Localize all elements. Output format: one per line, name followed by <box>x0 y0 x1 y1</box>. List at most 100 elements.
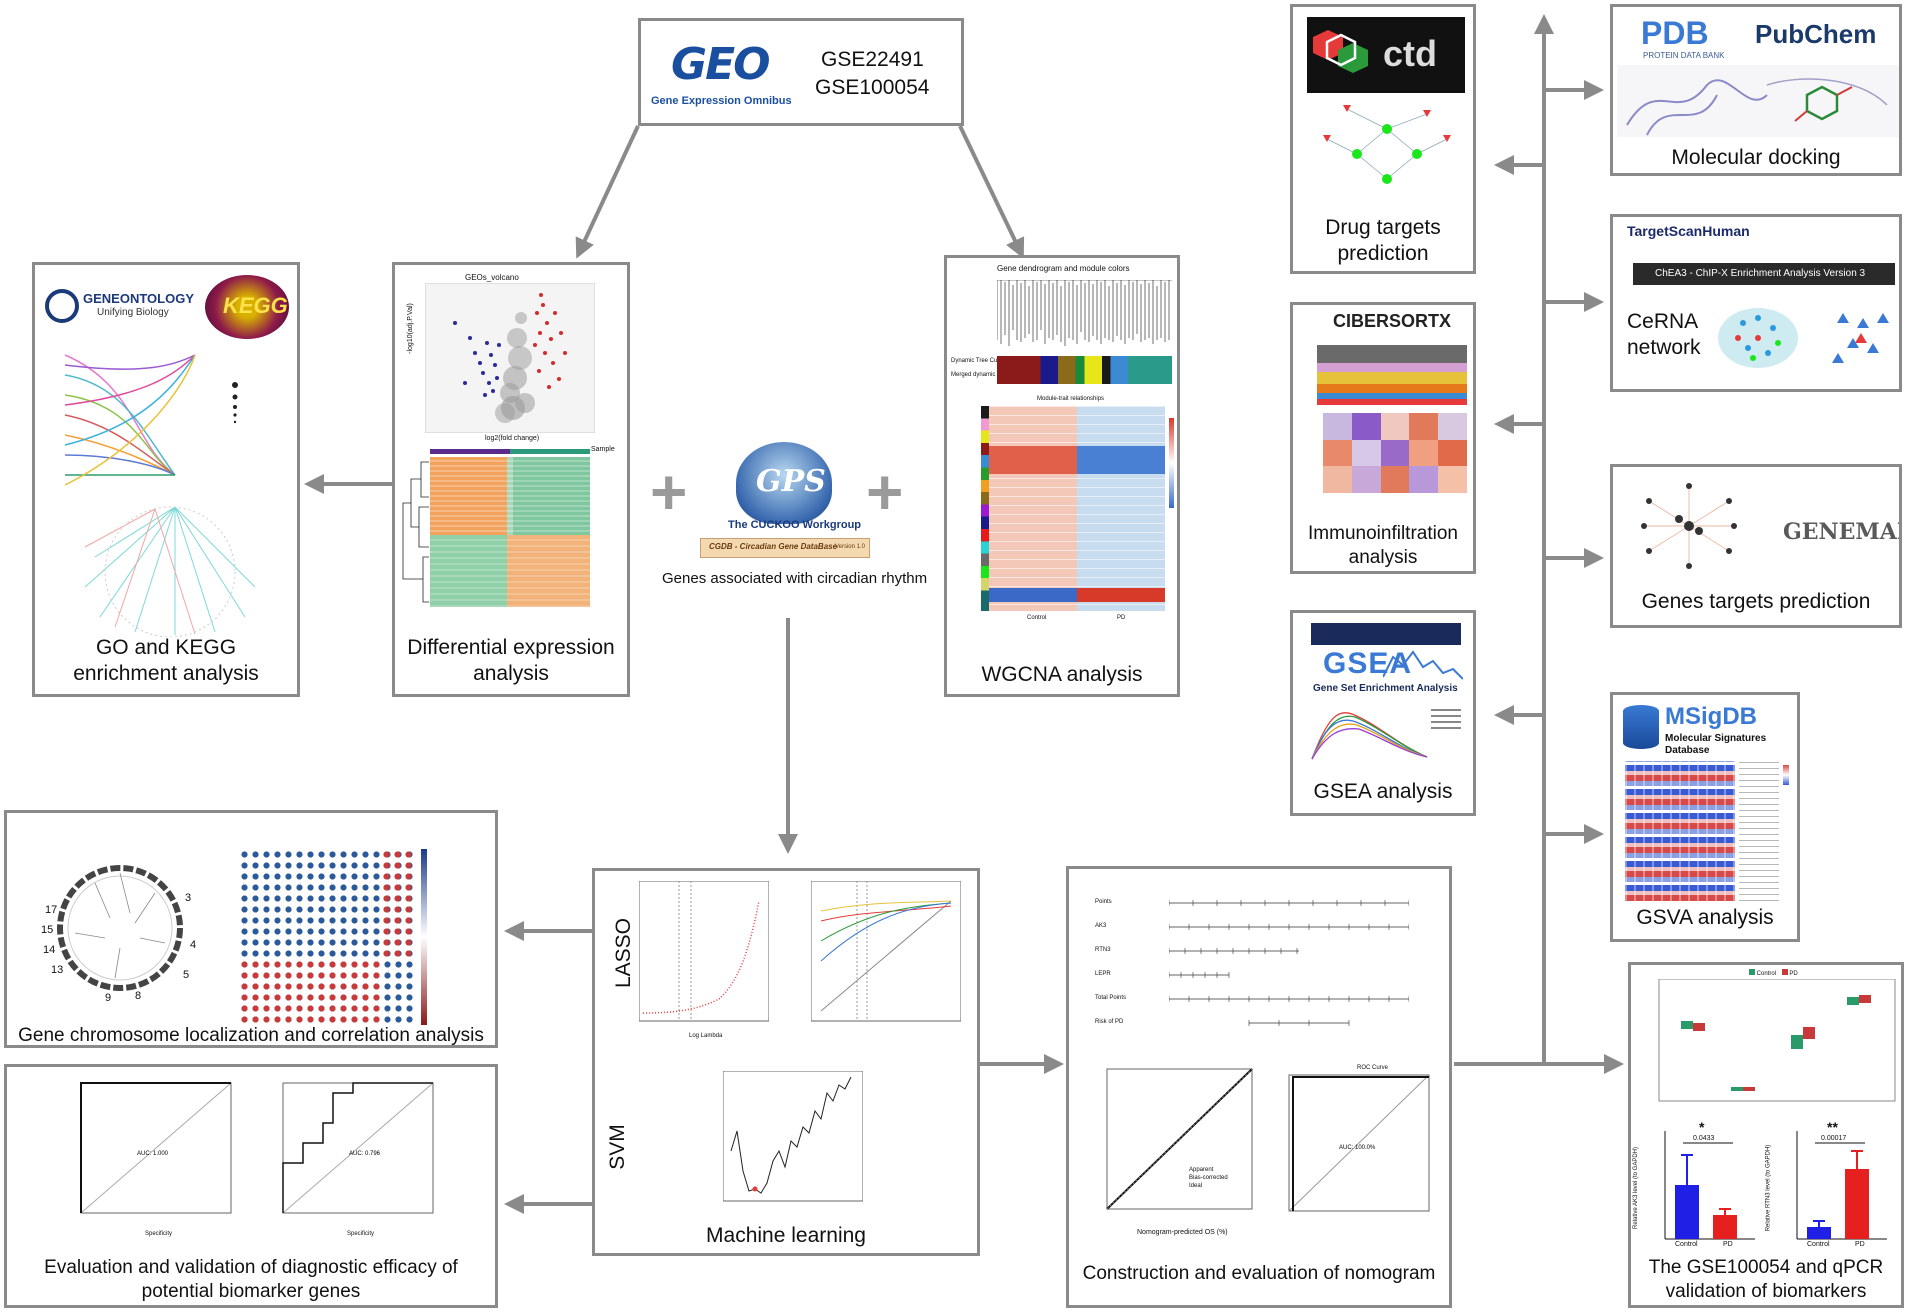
wgcna-scale <box>1169 418 1174 508</box>
pdb-caption: Molecular docking <box>1671 146 1841 169</box>
wgcna-dendrogram <box>997 280 1172 346</box>
pdb-logo-subtitle: PROTEIN DATA BANK <box>1643 51 1725 60</box>
boxplot-legend-control: Control <box>1756 971 1777 977</box>
qpcr-xcat-2b: PD <box>1855 1241 1865 1248</box>
ctd-logo: ctd <box>1307 17 1465 93</box>
volcano-title: GEOs_volcano <box>465 273 519 282</box>
lasso-deviance-plot <box>639 881 769 1022</box>
svg-text:8: 8 <box>135 990 141 1002</box>
gse100054-boxplot <box>1658 979 1896 1102</box>
kegg-logo: KEGG <box>205 275 289 339</box>
roc-eval-caption-2: potential biomarker genes <box>141 1281 361 1302</box>
correlation-scale <box>421 849 427 1025</box>
lasso-xlabel: Log Lambda <box>689 1033 723 1039</box>
gsea-logo-subtitle: Gene Set Enrichment Analysis <box>1313 683 1458 694</box>
gsva-heatmap <box>1625 761 1735 901</box>
nomogram-row-rtn3: RTN3 <box>1095 947 1111 953</box>
wgcna-col-pd: PD <box>1117 615 1126 621</box>
gsea-box: GSEA Gene Set Enrichment Analysis GSEA a… <box>1290 610 1476 816</box>
qpcr-p-2: 0.00017 <box>1821 1135 1847 1142</box>
chromosome-caption: Gene chromosome localization and correla… <box>18 1025 484 1046</box>
kegg-circle-plot <box>84 506 256 637</box>
go-kegg-caption-1: GO and KEGG <box>95 636 237 659</box>
gsva-row-labels <box>1739 761 1779 901</box>
wgcna-row-label-1: Dynamic Tree Cut <box>951 358 1000 364</box>
deg-box: GEOs_volcano -log10(adj.P.Val) log2(fold… <box>392 262 630 697</box>
calibration-legend-2: Bias-corrected <box>1189 1175 1228 1181</box>
boxplot-legend: Control PD <box>1749 969 1798 977</box>
nomogram-box: Points AK3 RTN3 LEPR Total Points Risk o… <box>1066 866 1452 1308</box>
wgcna-heat-cold-row <box>1077 446 1165 474</box>
qpcr-p-1: 0.0433 <box>1693 1135 1715 1142</box>
heatmap-dendrogram <box>402 461 429 603</box>
qpcr-caption-2: validation of biomarkers <box>1665 1281 1867 1302</box>
cibersort-heatmap <box>1323 413 1467 493</box>
ctd-hex-icon <box>1313 30 1368 73</box>
gps-workgroup: The CUCKOO Workgroup <box>728 519 862 531</box>
nomogram-row-risk: Risk of PD <box>1095 1019 1124 1025</box>
ctd-caption-1: Drug targets <box>1325 216 1441 239</box>
svg-text:17: 17 <box>45 904 57 916</box>
gsea-es-plot <box>1311 709 1461 760</box>
qpcr-bar-chart-ak3 <box>1664 1131 1755 1240</box>
msigdb-db-icon <box>1623 705 1659 749</box>
svg-text:3: 3 <box>185 892 191 904</box>
wgcna-color-bar-1 <box>997 356 1172 370</box>
svm-label: SVM <box>605 1124 629 1170</box>
roc-curve-title: ROC Curve <box>1357 1065 1389 1071</box>
qpcr-caption-1: The GSE100054 and qPCR <box>1648 1257 1884 1278</box>
wgcna-module-colors <box>981 406 989 611</box>
genemania-network <box>1641 483 1737 569</box>
cgdb-banner-text: CGDB - Circadian Gene DataBase <box>709 542 838 551</box>
roc-plot-1: AUC: 1.000 <box>80 1082 232 1214</box>
kegg-logo-text: KEGG <box>223 293 288 318</box>
cgdb-banner: CGDB - Circadian Gene DataBase Version 1… <box>700 538 870 558</box>
nomogram-row-total: Total Points <box>1095 995 1127 1001</box>
ctd-caption-2: prediction <box>1337 242 1429 265</box>
gsea-logo-bar <box>1311 623 1461 645</box>
volcano-plot <box>425 283 595 433</box>
cibersort-caption-2: analysis <box>1348 547 1418 568</box>
lasso-coef-plot <box>811 881 961 1022</box>
geo-logo-subtitle: Gene Expression Omnibus <box>651 95 792 107</box>
msigdb-box: MSigDB Molecular Signatures Database GSV… <box>1610 692 1800 942</box>
gps-caption: Genes associated with circadian rhythm <box>662 570 928 587</box>
pdb-logo: PDB <box>1641 15 1709 51</box>
wgcna-heat-hot-row-2 <box>1077 588 1165 602</box>
go-kegg-caption-2: enrichment analysis <box>73 662 259 685</box>
cibersort-caption-1: Immunoinfiltration <box>1308 523 1458 544</box>
roc-eval-box: AUC: 1.000 AUC: 0.796 Specificity Specif… <box>4 1064 498 1308</box>
docking-image <box>1617 65 1899 137</box>
cibersort-stacked-bars <box>1317 345 1467 405</box>
msigdb-logo: MSigDB <box>1665 703 1757 730</box>
wgcna-heat-hot-row <box>989 446 1077 474</box>
wgcna-col-control: Control <box>1027 615 1047 621</box>
deg-caption-2: analysis <box>473 662 549 685</box>
go-logo: GENEONTOLOGY <box>83 291 194 306</box>
go-kegg-box: GENEONTOLOGY Unifying Biology KEGG <box>32 262 300 697</box>
calibration-plot <box>1106 1068 1253 1210</box>
roc-2-auc: AUC: 0.796 <box>349 1151 381 1157</box>
svm-plot <box>723 1071 863 1202</box>
gsea-logo-curve <box>1383 650 1463 680</box>
svg-text:13: 13 <box>51 964 63 976</box>
boxplot-legend-pd: PD <box>1789 971 1798 977</box>
wgcna-color-bar-2 <box>997 370 1172 384</box>
roc-1-auc: AUC: 1.000 <box>137 1151 169 1157</box>
qpcr-xcat-2a: Control <box>1807 1241 1830 1248</box>
chea3-banner: ChEA3 - ChIP-X Enrichment Analysis Versi… <box>1633 263 1895 285</box>
geo-box: GEO Gene Expression Omnibus GSE22491 GSE… <box>638 18 964 126</box>
calibration-xlabel: Nomogram-predicted OS (%) <box>1137 1229 1228 1236</box>
msigdb-caption: GSVA analysis <box>1636 906 1774 929</box>
ml-caption: Machine learning <box>706 1224 866 1247</box>
go-logo-icon <box>45 289 79 323</box>
roc-eval-caption-1: Evaluation and validation of diagnostic … <box>44 1257 458 1278</box>
go-chord-plot <box>64 354 238 486</box>
gsea-logo: GSEA <box>1323 647 1413 680</box>
cerna-caption-2: network <box>1627 336 1701 359</box>
nomogram-row-points: Points <box>1095 899 1112 905</box>
heatmap-legend: Sample <box>591 446 615 453</box>
wgcna-caption: WGCNA analysis <box>981 663 1143 686</box>
deg-caption-1: Differential expression <box>407 636 615 659</box>
